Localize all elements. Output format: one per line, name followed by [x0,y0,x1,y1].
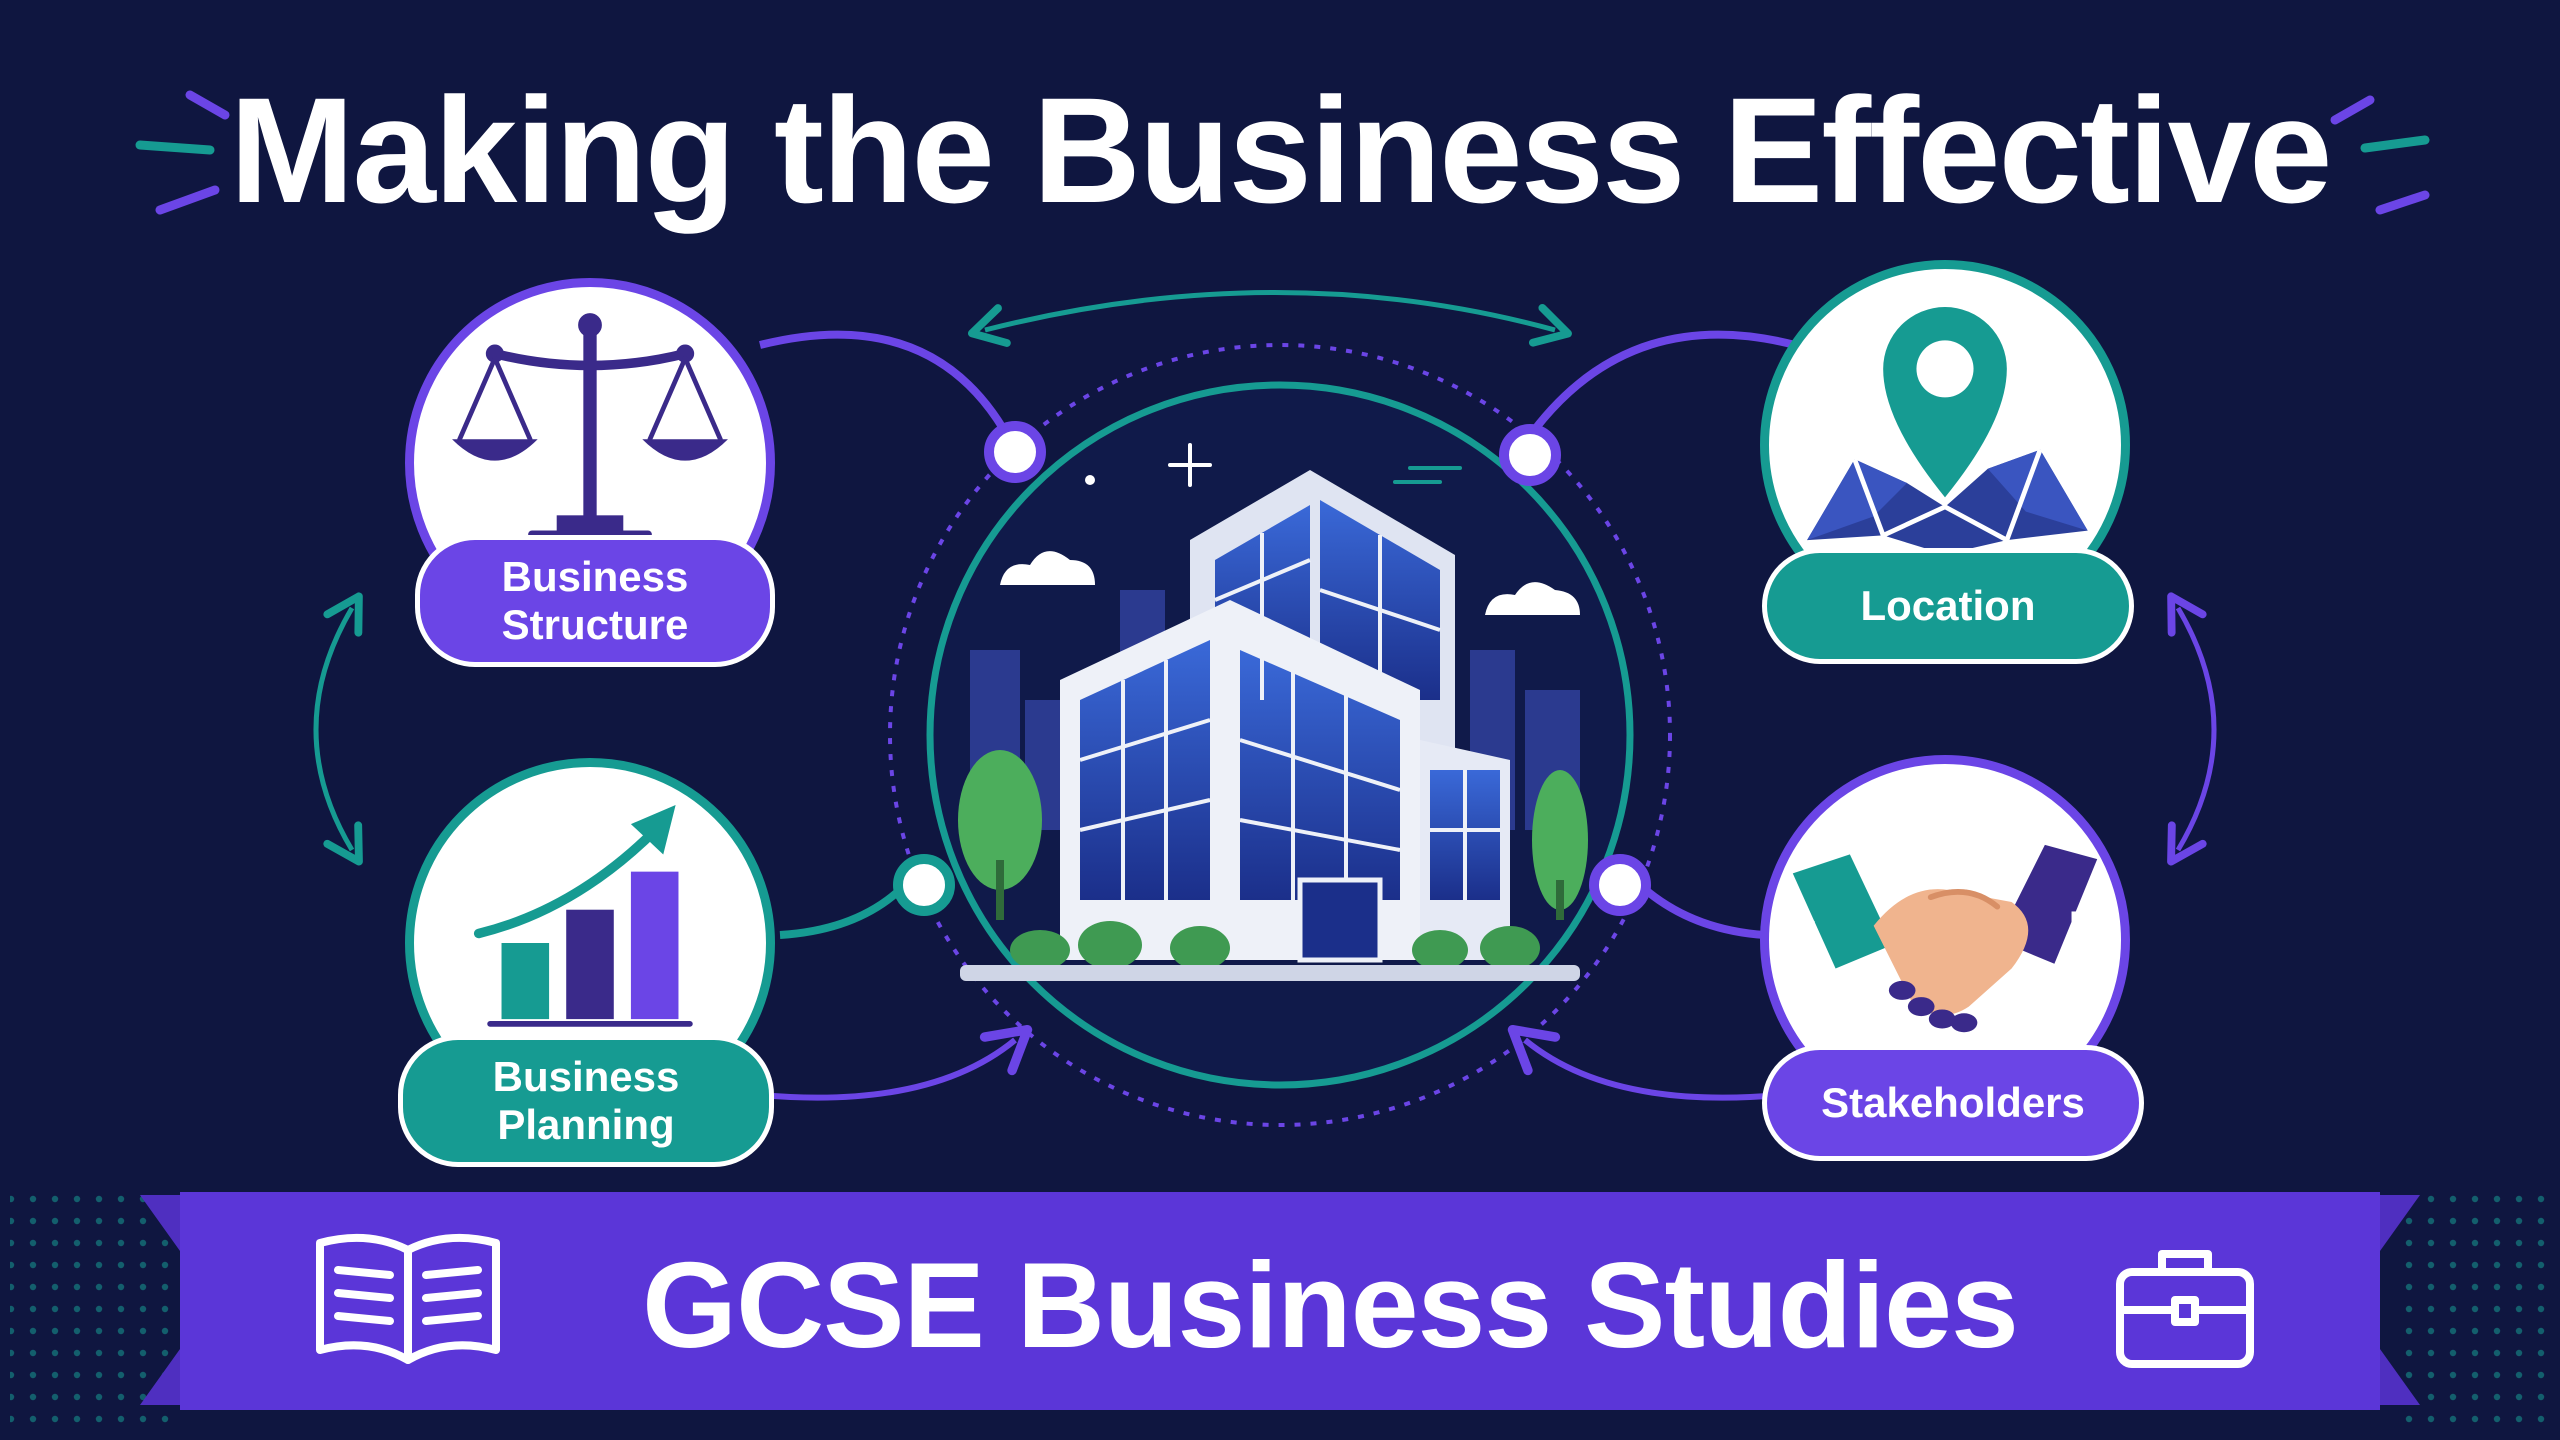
label-business-planning: Business Planning [398,1035,774,1167]
label-business-structure-line1: Business [501,553,689,600]
label-business-structure: Business Structure [415,535,775,667]
connector-stakeholders [1637,882,1766,939]
banner-ribbon [140,1192,2420,1410]
arrow-planning-to-center [759,1024,1033,1101]
center-dashed-ring [888,343,1672,1127]
arrow-left-vertical [313,592,363,866]
arrow-stakeholders-to-center [1507,1024,1781,1101]
label-business-planning-line2: Planning [497,1101,675,1148]
label-business-structure-line2: Structure [501,601,689,648]
connector-planning [779,882,908,939]
title-sparkles-right [2330,95,2430,215]
connector-dot-structure [984,421,1046,483]
label-location: Location [1762,548,2134,664]
office-building-icon [958,443,1588,981]
label-stakeholders-text: Stakeholders [1821,1079,2085,1126]
banner-label: GCSE Business Studies [642,1237,2019,1373]
scales-icon [452,313,728,550]
handshake-icon [1792,844,2098,1033]
map-pin-icon [1807,307,2088,555]
briefcase-icon [2116,1250,2254,1368]
open-book-icon [316,1233,500,1364]
label-business-planning-line1: Business [492,1053,680,1100]
connector-dot-stakeholders [1589,854,1651,916]
connector-dot-location [1499,424,1561,486]
label-stakeholders: Stakeholders [1762,1045,2144,1161]
arrow-right-vertical [2167,592,2217,866]
dot-pattern-right [2395,1195,2555,1425]
page-title: Making the Business Effective [229,66,2333,234]
title-sparkles-left [135,90,230,215]
growth-chart-icon [473,805,693,1027]
top-double-arrow [967,290,1572,347]
connector-location [1516,330,1796,453]
label-location-text: Location [1860,582,2036,629]
connector-dot-planning [893,854,955,916]
dot-pattern-left [10,1195,170,1425]
connector-structure [759,330,1019,452]
